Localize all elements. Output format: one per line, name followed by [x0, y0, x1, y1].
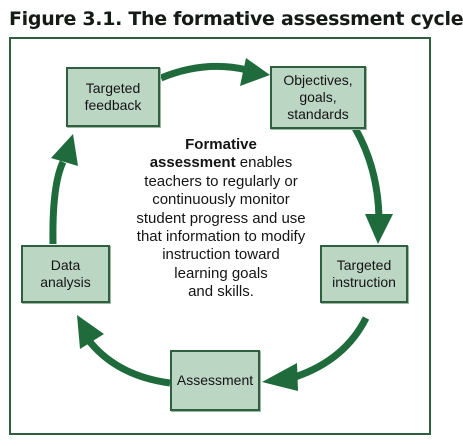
arrow-objectives-to-instruction — [351, 126, 383, 219]
center-line: continuously monitor — [152, 191, 290, 209]
arrow-assessment-to-data — [87, 339, 171, 387]
cycle-arrows — [49, 58, 393, 391]
arrow-feedback-to-objectives — [159, 62, 248, 82]
node-objectives-goals-standards: Objectives, goals, standards — [270, 66, 366, 129]
node-assessment: Assessment — [170, 350, 260, 411]
arrowhead-instruction — [365, 214, 393, 244]
center-description: Formative assessment enables teachers to… — [118, 136, 324, 302]
center-bold-assessment: assessment — [149, 154, 236, 172]
center-line: learning goals — [174, 264, 268, 282]
node-data-analysis: Data analysis — [21, 245, 110, 303]
center-line: student progress and use — [136, 209, 306, 227]
node-targeted-instruction: Targeted instruction — [320, 245, 408, 303]
arrowhead-feedback — [51, 134, 78, 166]
center-line: that information to modify — [136, 228, 306, 246]
figure-title: Figure 3.1. The formative assessment cyc… — [9, 8, 463, 30]
center-line: and skills. — [188, 283, 254, 301]
node-targeted-feedback: Targeted feedback — [66, 67, 160, 127]
arrowhead-data-analysis — [77, 315, 104, 349]
arrowhead-objectives — [240, 58, 270, 86]
arrow-data-to-feedback — [49, 160, 67, 245]
arrow-instruction-to-assessment — [293, 316, 370, 381]
arrowhead-assessment — [262, 363, 298, 391]
center-text-enables: enables — [235, 154, 293, 172]
center-line: teachers to regularly or — [144, 172, 298, 190]
center-line: instruction toward — [162, 246, 280, 264]
center-bold-formative: Formative — [185, 136, 257, 153]
